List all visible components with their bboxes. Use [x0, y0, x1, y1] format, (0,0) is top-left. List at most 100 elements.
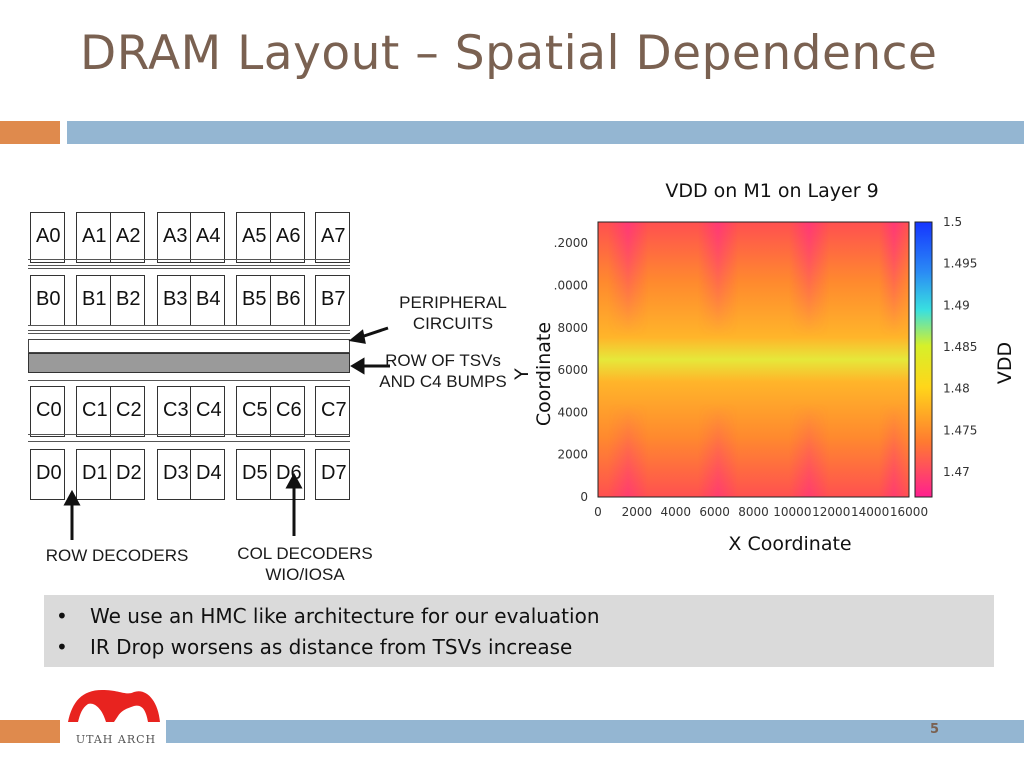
slide-title: DRAM Layout – Spatial Dependence — [80, 26, 938, 81]
bank-d5: D5 — [236, 449, 271, 500]
y-tick-label: 4000 — [557, 405, 588, 419]
y-axis-ticks: 0 2000 4000 6000 8000 .0000 .2000 — [554, 236, 588, 504]
bank-divider-line — [28, 265, 350, 266]
bank-label: D7 — [321, 462, 347, 484]
peripheral-label: PERIPHERAL CIRCUITS — [388, 292, 518, 334]
top-accent-orange — [0, 121, 60, 144]
bank-a6: A6 — [270, 212, 305, 263]
bullet-dot: • — [56, 635, 68, 659]
tsv-row-strip — [28, 353, 350, 373]
bank-label: A7 — [321, 225, 346, 247]
bank-label: B3 — [163, 288, 188, 310]
col-decoders-label: COL DECODERS WIO/IOSA — [222, 543, 388, 585]
y-tick-label: .2000 — [554, 236, 588, 250]
bottom-accent-orange — [0, 720, 60, 743]
colorbar-tick-label: 1.495 — [943, 257, 977, 271]
tsv-arrow-head — [350, 357, 365, 375]
bank-label: C2 — [116, 399, 142, 421]
bank-b5: B5 — [236, 275, 271, 326]
bank-divider-line — [28, 434, 350, 435]
colorbar-tick-label: 1.49 — [943, 298, 970, 312]
bank-label: B7 — [321, 288, 346, 310]
x-tick-label: 16000 — [890, 505, 928, 519]
bank-label: B0 — [36, 288, 61, 310]
bank-a0: A0 — [30, 212, 65, 263]
bullet-item-2: • IR Drop worsens as distance from TSVs i… — [56, 635, 572, 659]
bank-label: D5 — [242, 462, 268, 484]
bank-b4: B4 — [190, 275, 225, 326]
bank-label: A3 — [163, 225, 188, 247]
y-tick-label: .0000 — [554, 278, 588, 292]
bank-label: B5 — [242, 288, 267, 310]
peripheral-arrow-head — [348, 329, 366, 344]
bank-label: D3 — [163, 462, 189, 484]
bank-divider-line — [28, 268, 350, 269]
x-tick-label: 14000 — [851, 505, 889, 519]
bank-a5: A5 — [236, 212, 271, 263]
heatmap-streaks — [608, 222, 909, 497]
bank-c7: C7 — [315, 386, 350, 437]
bottom-accent-blue — [166, 720, 1024, 743]
row-decoder-arrow-head — [63, 489, 81, 506]
bank-a2: A2 — [110, 212, 145, 263]
bank-b0: B0 — [30, 275, 65, 326]
bank-label: C4 — [196, 399, 222, 421]
colorbar-tick-label: 1.5 — [943, 215, 962, 229]
bank-label: A5 — [242, 225, 267, 247]
x-tick-label: 12000 — [812, 505, 850, 519]
peripheral-label-line1: PERIPHERAL — [399, 293, 507, 312]
bullet-box: •We use an HMC like architecture for our… — [44, 595, 994, 667]
y-tick-label: 0 — [580, 490, 588, 504]
bank-b6: B6 — [270, 275, 305, 326]
bank-label: A1 — [82, 225, 107, 247]
bank-label: D4 — [196, 462, 222, 484]
col-decoders-label-line1: COL DECODERS — [237, 544, 373, 563]
bank-label: C1 — [82, 399, 108, 421]
bank-a7: A7 — [315, 212, 350, 263]
colorbar-tick-label: 1.475 — [943, 423, 977, 437]
bank-b7: B7 — [315, 275, 350, 326]
tsv-label: ROW OF TSVs AND C4 BUMPS — [368, 350, 518, 392]
bank-d4: D4 — [190, 449, 225, 500]
heatmap-chart: 0 2000 4000 6000 8000 .0000 .2000 0 2000 4000 600… — [554, 215, 978, 519]
y-tick-label: 6000 — [557, 363, 588, 377]
bank-d2: D2 — [110, 449, 145, 500]
bullet-text-2: IR Drop worsens as distance from TSVs in… — [90, 635, 573, 659]
bank-label: A0 — [36, 225, 61, 247]
top-accent-blue — [67, 121, 1024, 144]
bank-label: C3 — [163, 399, 189, 421]
bank-label: C7 — [321, 399, 347, 421]
x-tick-label: 10000 — [773, 505, 811, 519]
y-tick-label: 2000 — [557, 448, 588, 462]
bullet-item-1: •We use an HMC like architecture for our… — [56, 604, 600, 628]
x-tick-label: 6000 — [699, 505, 730, 519]
arch-shape — [68, 690, 160, 722]
bank-c4: C4 — [190, 386, 225, 437]
peripheral-label-line2: CIRCUITS — [412, 314, 494, 333]
col-decoder-arrow-head — [285, 472, 303, 489]
bank-a3: A3 — [157, 212, 192, 263]
bank-label: C6 — [276, 399, 302, 421]
bank-divider-line — [28, 441, 350, 442]
bullet-dot: • — [56, 604, 68, 628]
colorbar-tick-label: 1.48 — [943, 382, 970, 396]
bank-label: B6 — [276, 288, 301, 310]
bank-c0: C0 — [30, 386, 65, 437]
bank-a4: A4 — [190, 212, 225, 263]
x-tick-label: 4000 — [660, 505, 691, 519]
chart-title: VDD on M1 on Layer 9 — [665, 180, 879, 202]
bank-b3: B3 — [157, 275, 192, 326]
y-tick-label: 8000 — [557, 321, 588, 335]
page-number: 5 — [930, 722, 940, 737]
bank-label: C0 — [36, 399, 62, 421]
bank-divider-line — [28, 325, 350, 326]
bank-label: B2 — [116, 288, 141, 310]
tsv-label-line2: AND C4 BUMPS — [379, 372, 507, 391]
heatmap-area — [598, 222, 909, 497]
bank-label: A6 — [276, 225, 301, 247]
bank-divider-line — [28, 259, 350, 260]
bank-d0: D0 — [30, 449, 65, 500]
